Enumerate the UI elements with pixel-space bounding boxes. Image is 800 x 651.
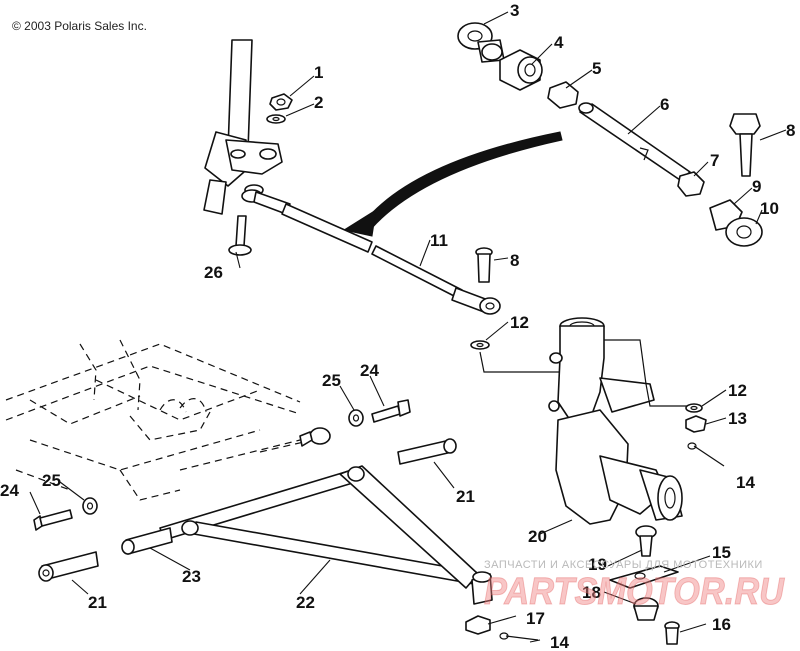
callout-23: 23 [182, 567, 201, 586]
bushing-23 [121, 527, 173, 555]
bolt-24-left [33, 509, 73, 531]
callout-1: 1 [314, 63, 323, 82]
callout-24-right: 24 [360, 361, 379, 380]
callout-19: 19 [588, 555, 607, 574]
ball-joint-18 [633, 597, 659, 621]
bolt-19 [635, 525, 657, 557]
callout-25-right: 25 [322, 371, 341, 390]
frame-mount-bolt [299, 427, 331, 447]
callout-7: 7 [710, 151, 719, 170]
bolt-8-upper [729, 113, 761, 177]
callout-20: 20 [528, 527, 547, 546]
bolt-24-right [371, 399, 411, 423]
watermark-logo: PARTSMOTOR.RU [484, 571, 785, 613]
rod-end-10 [709, 199, 763, 247]
ball-joint [471, 571, 493, 605]
callout-22: 22 [296, 593, 315, 612]
tube-6 [578, 102, 691, 181]
callout-15: 15 [712, 543, 731, 562]
callout-11: 11 [430, 231, 448, 250]
washer-25-right [348, 409, 364, 427]
callout-4: 4 [554, 33, 564, 52]
callout-8-lower: 8 [510, 251, 519, 270]
nut-5 [547, 81, 579, 109]
watermark-text: ЗАПЧАСТИ И АКСЕССУАРЫ ДЛЯ МОТОТЕХНИКИ [484, 559, 763, 571]
callout-26: 26 [204, 263, 223, 282]
leader-bolt-spindle [479, 351, 560, 373]
callout-14-right: 14 [736, 473, 755, 492]
cotter-pin-14-lower [499, 632, 539, 641]
nut-1 [269, 93, 293, 111]
nut-17 [465, 615, 491, 635]
washer-12-right [685, 403, 703, 413]
cotter-pin-14-right [687, 442, 725, 467]
spindle-leader [604, 339, 700, 407]
callout-16: 16 [712, 615, 731, 634]
callout-14-lower: 14 [550, 633, 569, 651]
spindle-20 [548, 317, 683, 525]
a-arm-22 [159, 465, 479, 589]
callout-18: 18 [582, 583, 601, 602]
callout-12-upper: 12 [510, 313, 529, 332]
bolt-8-lower [475, 247, 493, 283]
leader-lines [29, 11, 787, 643]
callout-13: 13 [728, 409, 747, 428]
plate-15 [609, 565, 679, 589]
frame-outline [5, 339, 331, 501]
copyright-text: © 2003 Polaris Sales Inc. [12, 19, 147, 33]
rod-end-3 [457, 22, 505, 63]
bolt-16 [664, 621, 680, 645]
callout-9: 9 [752, 177, 761, 196]
callout-3: 3 [510, 1, 519, 20]
callout-6: 6 [660, 95, 669, 114]
bushing-21-right [397, 438, 457, 465]
callout-12-right: 12 [728, 381, 747, 400]
callout-24-left: 24 [0, 481, 19, 500]
bushing-21-left [38, 551, 99, 582]
nut-7 [677, 171, 705, 197]
callout-25-left: 25 [42, 471, 61, 490]
callout-21-right: 21 [456, 487, 475, 506]
assembly-arrow [342, 131, 563, 237]
callout-5: 5 [592, 59, 601, 78]
washer-25-left [82, 497, 98, 515]
callout-8-upper: 8 [786, 121, 795, 140]
callout-17: 17 [526, 609, 545, 628]
nut-13 [685, 415, 707, 433]
jam-nut-4 [499, 49, 543, 91]
callout-10: 10 [760, 199, 779, 218]
washer-12-upper [470, 340, 490, 350]
washer-2 [266, 114, 286, 124]
bolt-26 [228, 215, 252, 256]
watermark: ЗАПЧАСТИ И АКСЕССУАРЫ ДЛЯ МОТОТЕХНИКИ PA… [484, 559, 786, 614]
callout-21-left: 21 [88, 593, 107, 612]
callout-2: 2 [314, 93, 323, 112]
tie-rod-11 [241, 189, 501, 315]
steering-post [203, 39, 283, 215]
